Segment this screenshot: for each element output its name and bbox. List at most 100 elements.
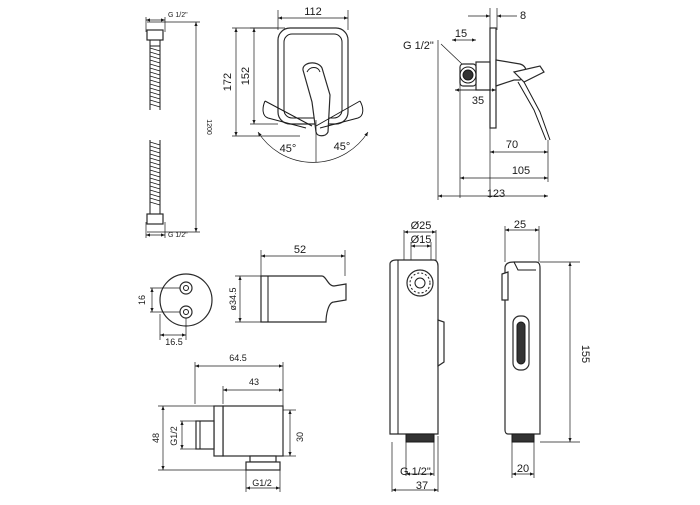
hose-coil-winding — [149, 189, 161, 194]
hose-bottom-nut — [146, 213, 164, 225]
hose-bottom-ferrule — [149, 208, 161, 215]
mixer-height-outer-label: 172 — [222, 73, 234, 91]
hose-coil-winding — [149, 95, 161, 100]
mixer-angle-left-label: 45° — [280, 143, 297, 155]
elbow-side-thread — [195, 420, 215, 450]
hose-coil-winding — [149, 193, 161, 198]
elbow-height-label: 48 — [151, 433, 161, 443]
mixer-side-view: 8 G 1/2" 15 35 70 105 123 — [403, 8, 551, 200]
hose-coil-winding — [149, 83, 161, 88]
mixer-rotation-ghost-left — [262, 100, 307, 129]
elbow-body — [222, 405, 284, 457]
hs-side-bottom-width-label: 20 — [517, 463, 529, 475]
hose-coil-winding — [149, 145, 161, 150]
hose-top-body — [149, 46, 161, 110]
hs-side-clip — [501, 271, 509, 301]
mixer-rotation-arc — [257, 131, 369, 163]
hose-top-nut — [146, 29, 164, 41]
mixer-rotation-ghost-lines — [264, 100, 361, 127]
mixer-front-view: 112 172 152 45° 45° — [222, 6, 369, 163]
side-15-label: 15 — [455, 28, 467, 40]
hose-top-ferrule — [149, 40, 161, 47]
side-cover-plate — [489, 27, 497, 129]
side-123-label: 123 — [487, 188, 505, 200]
side-body-block — [475, 61, 491, 91]
mixer-lever-detail — [306, 67, 321, 73]
hose-coil-winding — [149, 173, 161, 178]
holder-length-label: 52 — [294, 244, 306, 256]
hose-coil-winding — [149, 161, 161, 166]
hs-spray-face-center — [414, 277, 426, 289]
hose-view: G 1/2" G 1/2" 1200 — [145, 12, 212, 239]
hs-outer-diameter-label: Ø25 — [411, 220, 432, 232]
mixer-rotation-ghost-right — [319, 100, 364, 129]
hs-side-length-label: 155 — [579, 345, 591, 363]
handshower-front-view: Ø25 Ø15 G 1/2" 37 — [389, 220, 445, 492]
side-plate-thickness-label: 8 — [520, 10, 526, 22]
hose-coil-winding — [149, 59, 161, 64]
hs-side-thread — [511, 433, 535, 443]
hose-coil-winding — [149, 51, 161, 56]
hose-coil-winding — [149, 71, 161, 76]
side-lever-ghost-edge — [523, 81, 551, 141]
hose-coil-winding — [149, 75, 161, 80]
outlet-offset-label: 16.5 — [165, 337, 183, 347]
side-outlet-hole — [462, 69, 474, 81]
holder-view: 52 ø34.5 — [228, 244, 347, 323]
mixer-angle-right-label: 45° — [334, 141, 351, 153]
hs-front-body — [389, 259, 439, 435]
hose-coil-winding — [149, 87, 161, 92]
outlet-spacing-label: 16 — [137, 295, 147, 305]
hs-front-trigger — [437, 319, 445, 368]
hose-top-thread-label: G 1/2" — [168, 12, 188, 19]
outlet-hole-top-inner — [183, 285, 189, 291]
hose-coil-winding — [149, 201, 161, 206]
hose-coil-winding — [149, 55, 161, 60]
elbow-bottom-nut — [249, 455, 277, 463]
hs-side-grip-inner — [516, 321, 526, 365]
hose-coil-winding — [149, 141, 161, 146]
hose-coil-winding — [149, 157, 161, 162]
hs-inner-diameter-label: Ø15 — [411, 234, 432, 246]
holder-body — [260, 275, 347, 323]
hose-coil-winding — [149, 67, 161, 72]
hs-spray-face-ring — [406, 269, 434, 297]
elbow-flange — [213, 405, 224, 457]
hs-front-thread — [405, 433, 435, 443]
hs-thread-label: G 1/2" — [400, 466, 431, 478]
outlet-plate-view: 16 16.5 — [137, 273, 213, 347]
elbow-total-label: 64.5 — [229, 353, 247, 363]
hose-coil-winding — [149, 63, 161, 68]
hs-side-top-width-label: 25 — [514, 219, 526, 231]
elbow-bottom-thread-label: G1/2 — [252, 478, 272, 488]
hose-coil-winding — [149, 99, 161, 104]
mixer-cover-inner-edge — [283, 33, 343, 119]
outlet-hole-bottom — [179, 305, 193, 319]
hose-coil-winding — [149, 177, 161, 182]
hose-coil-winding — [149, 181, 161, 186]
mixer-width-label: 112 — [304, 6, 322, 18]
hose-coil-winding — [149, 149, 161, 154]
elbow-pipe-label: 30 — [295, 432, 305, 442]
side-thread-leader — [440, 43, 463, 65]
hose-coil-winding — [149, 165, 161, 170]
holder-diameter-label: ø34.5 — [228, 287, 238, 310]
hose-coil-bottom — [149, 141, 161, 206]
hs-side-head-edge — [513, 261, 536, 271]
elbow-inner-label: 43 — [249, 377, 259, 387]
side-70-label: 70 — [506, 139, 518, 151]
side-105-label: 105 — [512, 165, 530, 177]
hose-coil-winding — [149, 197, 161, 202]
side-thread-label: G 1/2" — [403, 40, 434, 52]
hose-coil-winding — [149, 79, 161, 84]
mixer-height-inner-label: 152 — [240, 67, 252, 85]
hose-bottom-thread-label: G 1/2" — [168, 232, 188, 239]
hose-coil-winding — [149, 103, 161, 108]
elbow-bottom-thread — [245, 461, 281, 471]
hose-coil-winding — [149, 153, 161, 158]
elbow-view: 64.5 43 48 G1/2 30 G1/2 — [151, 353, 305, 492]
handshower-side-view: 25 155 20 — [501, 219, 591, 478]
side-lever-ghost — [517, 81, 547, 141]
hs-spray-nozzles — [409, 272, 431, 294]
